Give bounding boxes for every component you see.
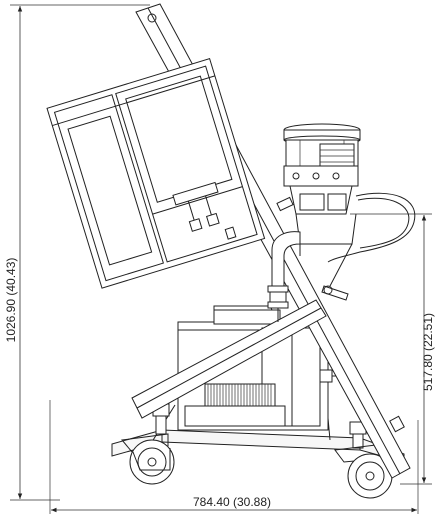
- dimension-width: 784.40 (30.88): [49, 400, 419, 514]
- dimension-height: 1026.90 (40.43): [4, 4, 150, 501]
- base-height-dimension-label: 517.80 (22.51): [421, 313, 435, 391]
- dimension-base-height: 517.80 (22.51): [350, 213, 435, 485]
- right-caster: [334, 421, 393, 499]
- vent-fins: [204, 383, 276, 407]
- pump-assembly: [276, 123, 361, 287]
- height-dimension-label: 1026.90 (40.43): [4, 258, 18, 343]
- width-dimension-label: 784.40 (30.88): [193, 495, 271, 509]
- cable-loop: [327, 192, 416, 263]
- vertical-tube: [267, 231, 349, 322]
- diagonal-brace: [131, 299, 327, 419]
- tilted-cabinet: [46, 58, 266, 289]
